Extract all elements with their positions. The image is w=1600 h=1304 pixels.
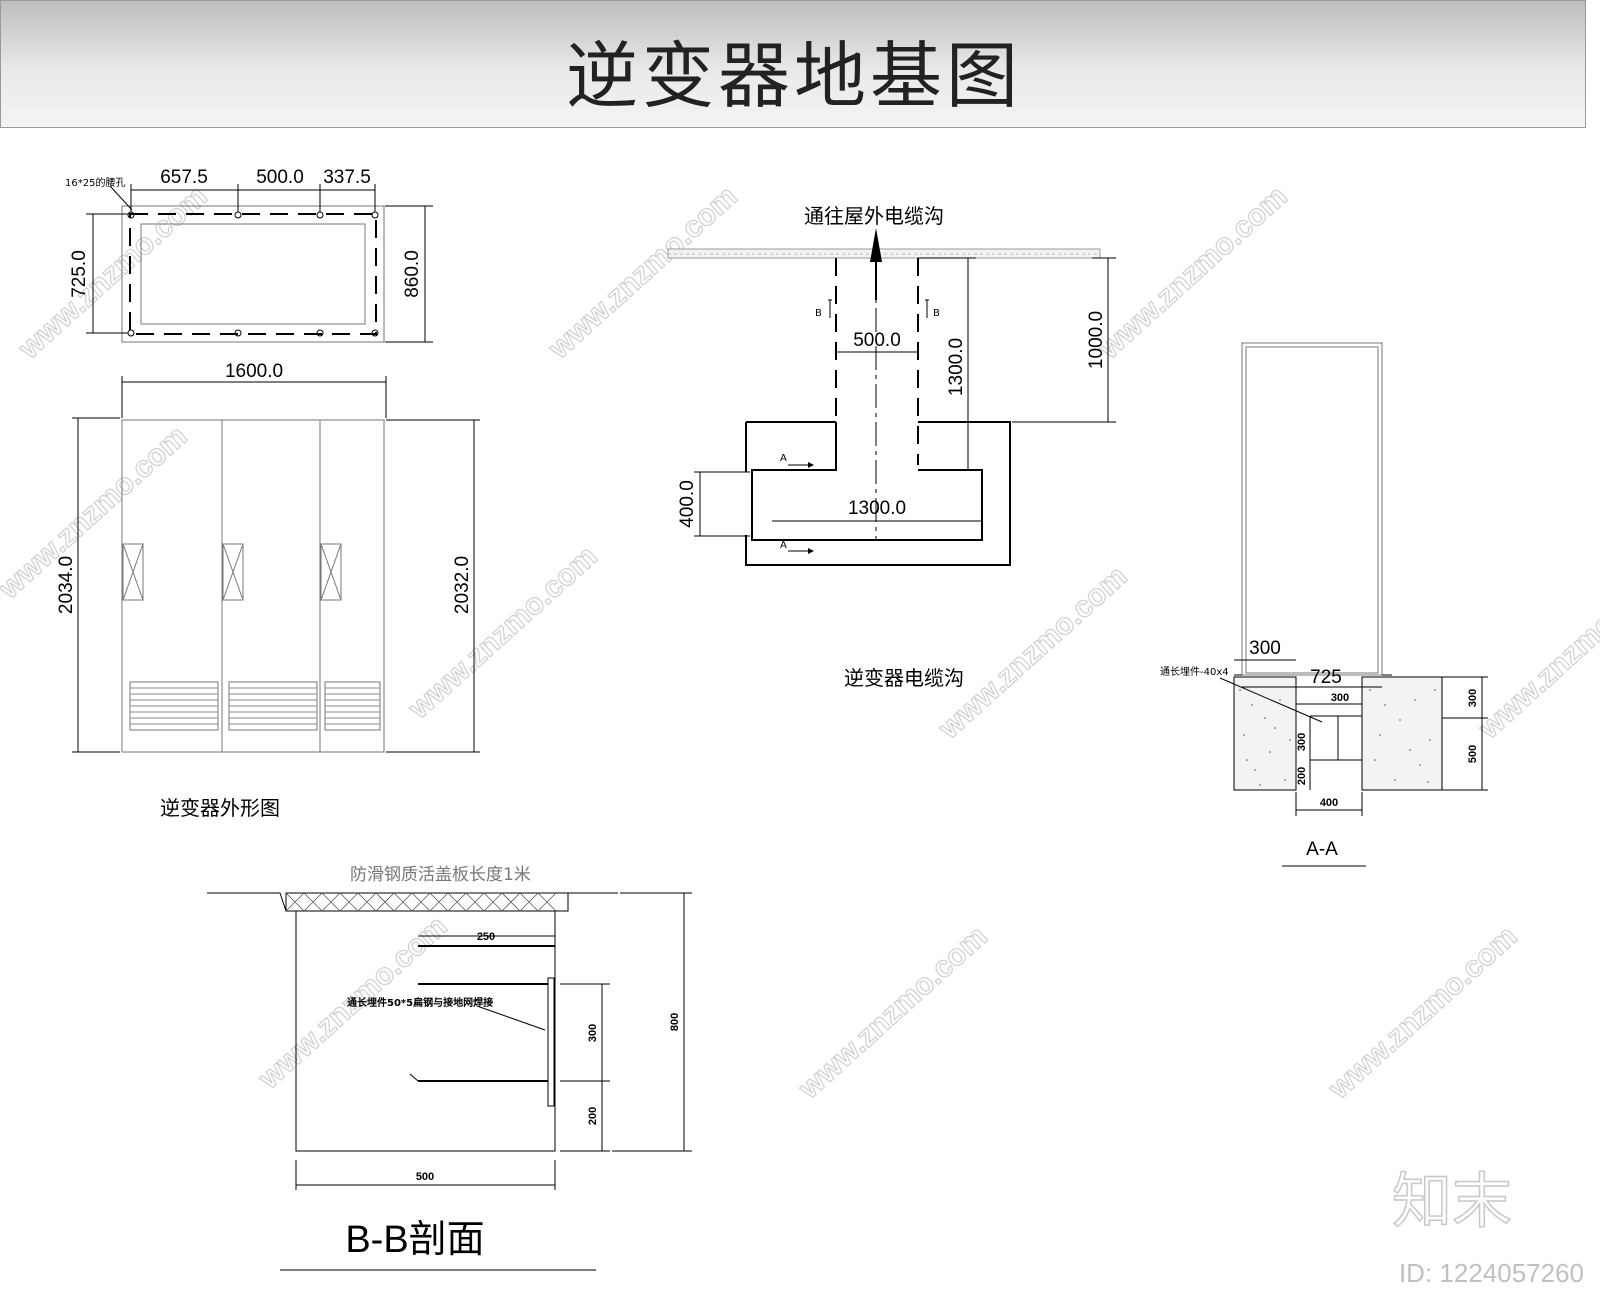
trench-arrow-label: 通往屋外电缆沟 [804,204,944,228]
dim-trench-400: 400.0 [677,480,698,528]
brand-mark: 知末 ID: 1224057260 [1391,1166,1584,1288]
watermark-text: www.znzmo.com [1322,920,1524,1106]
watermark-text: www.znzmo.com [0,420,193,606]
watermark-text: www.znzmo.com [1472,560,1600,746]
dim-bb-200: 200 [587,1107,599,1125]
dim-aa-r300: 300 [1467,689,1479,707]
dim-trench-1000: 1000.0 [1086,311,1107,369]
dim-1600: 1600.0 [225,361,283,382]
brand-logo: 知末 [1392,1167,1512,1237]
inverter-plan-view: 657.5 500.0 337.5 16*25的腰孔 725.0 860.0 [65,167,433,343]
trench-caption: 逆变器电缆沟 [844,666,964,690]
concrete-fill [1233,676,1443,791]
drawing-id: ID: 1224057260 [1399,1258,1584,1288]
drawing-title: 逆变器地基图 [565,34,1022,118]
bb-caption: B-B剖面 [345,1219,484,1261]
dim-trench-1300-v: 1300.0 [946,338,967,396]
section-b-b: 防滑钢质活盖板长度1米 250 通长埋件50*5扁钢与接地网焊接 300 200… [207,865,692,1271]
dim-aa-r500: 500 [1467,745,1479,763]
dim-337-5: 337.5 [323,167,371,188]
aa-embed-note: 通长埋件-40x4 [1160,666,1229,678]
dim-aa-725: 725 [1310,667,1342,688]
dim-aa-h200: 200 [1296,767,1308,785]
dim-bb-800: 800 [669,1013,681,1031]
dim-860: 860.0 [402,250,423,298]
watermark-text: www.znzmo.com [932,560,1134,746]
dim-657-5: 657.5 [160,167,208,188]
dim-2032: 2032.0 [452,556,473,614]
louver-vents [129,681,381,731]
section-a-a: 300 725 300 通长埋件-40x4 300 200 400 300 50… [1160,342,1488,867]
watermark-layer: www.znzmo.com www.znzmo.com www.znzmo.co… [0,179,1600,1106]
dim-aa-h300: 300 [1296,733,1308,751]
dim-2034: 2034.0 [56,556,77,614]
watermark-text: www.znzmo.com [12,180,214,366]
section-a-mark: A [780,453,787,464]
dim-bb-250: 250 [477,931,495,943]
dim-aa-400: 400 [1320,797,1338,809]
cable-trench-plan: 通往屋外电缆沟 500.0 1300.0 1000.0 1 [667,204,1116,690]
cover-note: 防滑钢质活盖板长度1米 [350,865,531,885]
dim-bb-300: 300 [587,1024,599,1042]
dim-trench-1300-h: 1300.0 [848,498,906,519]
section-b-mark: B [933,308,940,319]
dim-trench-500: 500.0 [853,330,901,351]
section-a-mark: A [780,540,787,551]
dim-725: 725.0 [69,250,90,298]
embed-note: 通长埋件50*5扁钢与接地网焊接 [347,996,493,1009]
dim-aa-300: 300 [1249,638,1281,659]
dim-500: 500.0 [256,167,304,188]
watermark-text: www.znzmo.com [542,180,744,366]
section-b-mark: B [815,308,822,319]
watermark-text: www.znzmo.com [1092,180,1294,366]
dim-bb-500: 500 [416,1171,434,1183]
hole-note: 16*25的腰孔 [65,176,125,189]
aa-caption: A-A [1306,839,1338,860]
inverter-front-view: 1600.0 2034.0 2032.0 逆变器外形图 [56,361,480,820]
outline-caption: 逆变器外形图 [160,796,280,820]
watermark-text: www.znzmo.com [792,920,994,1106]
watermark-text: www.znzmo.com [402,540,604,726]
dim-aa-inner-300: 300 [1331,692,1349,704]
title-band: 逆变器地基图 [0,0,1586,128]
